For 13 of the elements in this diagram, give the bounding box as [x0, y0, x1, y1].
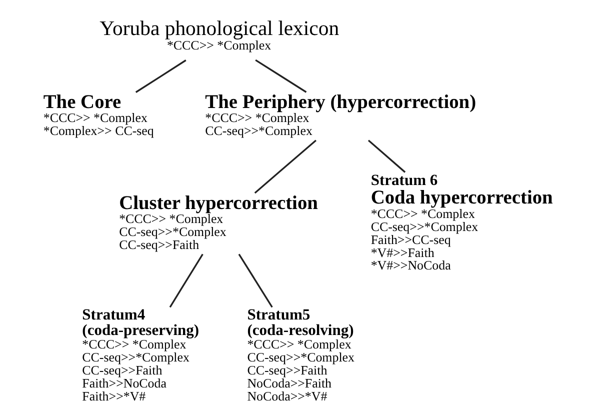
node-text: Stratum 6 Coda hypercorrection *CCC>> *Complex CC-seq>>*Complex Faith>>CC-seq *V#>>Faith *V#>>NoCoda: [370, 172, 553, 273]
connector: [368, 140, 406, 173]
node-text: The Core *CCC>> *Complex *Complex>> CC-seq: [43, 92, 154, 138]
node-text: Yoruba phonological lexicon *CCC>> *Complex: [100, 18, 340, 53]
connector: [135, 60, 186, 93]
connector: [255, 59, 307, 93]
connector: [169, 254, 204, 308]
node-text: Stratum4 (coda-preserving) *CCC>> *Complex CC-seq>>*Complex CC-seq>>Faith Faith>>NoCoda Faith>>*V#: [82, 306, 200, 404]
connector: [238, 254, 273, 308]
node-text: Stratum5 (coda-resolving) *CCC>> *Complex CC-seq>>*Complex CC-seq>>Faith NoCoda>>Faith NoCoda>>*V#: [247, 306, 355, 404]
connector: [254, 140, 316, 194]
node-text: Cluster hypercorrection *CCC>> *Complex CC-seq>>*Complex CC-seq>>Faith: [119, 192, 318, 252]
node-text: The Periphery (hypercorrection) *CCC>> *Complex CC-seq>>*Complex: [205, 92, 476, 138]
